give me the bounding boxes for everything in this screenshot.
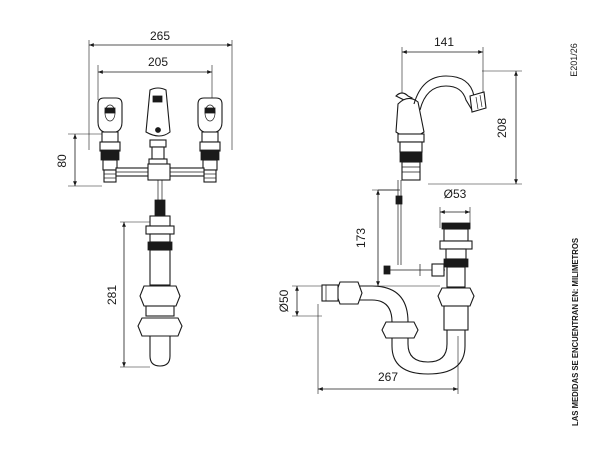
drain-length-label: 281 xyxy=(105,285,119,305)
drain-diameter-dimension: Ø53 xyxy=(439,187,471,228)
rod-length-label: 173 xyxy=(354,228,368,248)
drain-length-dimension: 281 xyxy=(105,221,150,368)
connecting-hoses xyxy=(115,163,205,205)
handle-spacing-label: 205 xyxy=(148,55,168,69)
side-drain-trap xyxy=(321,222,475,375)
pipe-diameter-dimension: Ø50 xyxy=(277,285,322,317)
spout-reach-label: 141 xyxy=(434,35,454,49)
overall-width-dimension: 265 xyxy=(88,29,233,150)
handle-spacing-dimension: 205 xyxy=(97,55,213,100)
overall-width-label: 265 xyxy=(150,29,170,43)
center-spout xyxy=(145,87,171,168)
spout-height-dimension: 208 xyxy=(428,70,522,185)
trap-length-label: 267 xyxy=(378,370,398,384)
gooseneck-spout xyxy=(413,75,487,113)
units-note: LAS MEDIDAS SE ENCUENTRAN EN: MILIMETROS xyxy=(571,237,580,426)
drain-diameter-label: Ø53 xyxy=(444,187,467,201)
spout-height-label: 208 xyxy=(495,118,509,138)
rod-length-dimension: 173 xyxy=(354,189,440,287)
trap-length-dimension: 267 xyxy=(317,304,459,394)
height-dimension: 80 xyxy=(55,133,102,187)
popup-rod xyxy=(378,180,445,277)
spout-reach-dimension: 141 xyxy=(401,35,484,95)
side-notes: E201/26 LAS MEDIDAS SE ENCUENTRAN EN: MI… xyxy=(569,43,580,426)
pipe-diameter-label: Ø50 xyxy=(277,289,291,312)
left-handle xyxy=(97,97,123,183)
front-drain-assembly xyxy=(137,199,183,367)
front-view: 265 205 80 xyxy=(55,29,233,368)
side-view: 141 208 xyxy=(277,35,522,394)
reference-code: E201/26 xyxy=(569,43,579,77)
side-faucet-body xyxy=(395,92,425,181)
right-handle xyxy=(197,97,223,183)
height-label: 80 xyxy=(55,154,69,168)
